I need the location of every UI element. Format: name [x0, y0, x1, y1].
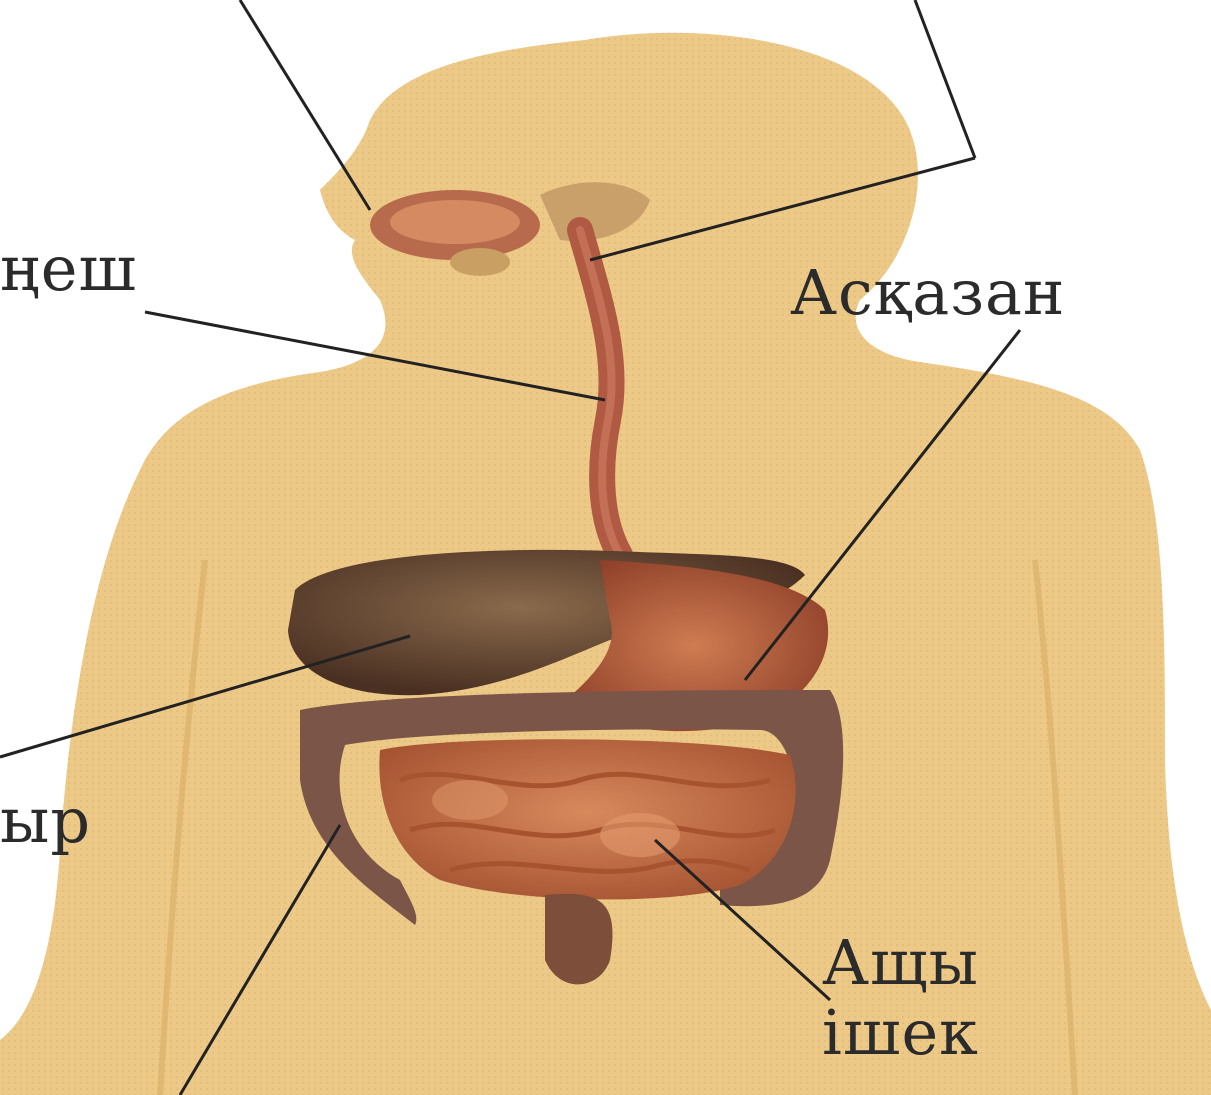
leader-line-salivary-upper [915, 0, 975, 158]
label-small-intestine-line2: ішек [822, 1002, 979, 1064]
leader-line-mouth [240, 0, 370, 210]
label-liver: ыр [0, 790, 91, 852]
label-esophagus: ңеш [0, 238, 137, 300]
label-small-intestine-line1: Ащы [822, 932, 979, 994]
rectum [545, 894, 612, 985]
label-stomach: Асқазан [790, 262, 1065, 324]
small-intestine [379, 739, 795, 899]
